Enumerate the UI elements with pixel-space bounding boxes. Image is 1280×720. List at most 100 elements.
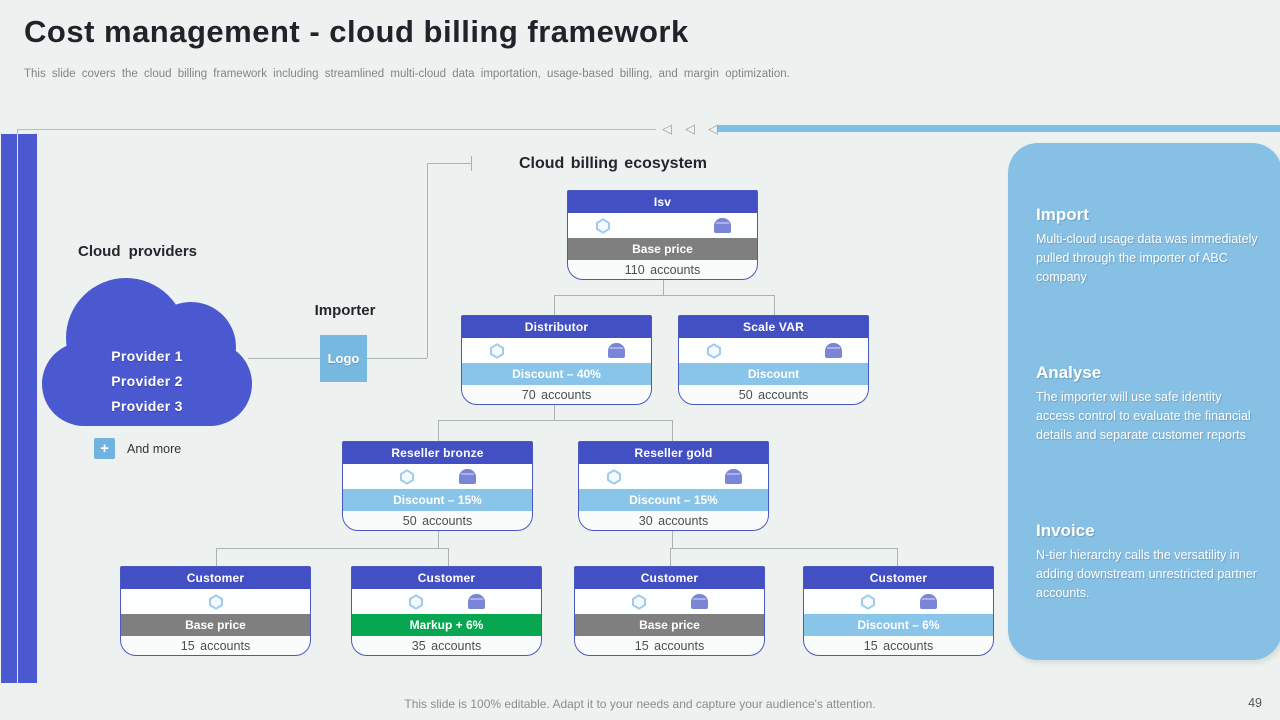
grid-icon [549, 343, 564, 358]
connector-line [367, 358, 427, 359]
provider-item: Provider 2 [111, 373, 183, 389]
basket-icon [724, 469, 742, 484]
node-distributor: Distributor Discount – 40% 70 accounts [461, 315, 652, 405]
chevron-left-icon: ◁ [708, 121, 718, 136]
node-title: Reseller gold [579, 442, 768, 464]
node-customer-1: Customer Base price 15 accounts [120, 566, 311, 656]
chevron-decor: ◁ ◁ ◁ [662, 120, 718, 138]
panel-section-body: N-tier hierarchy calls the versatility i… [1036, 548, 1257, 600]
grid-icon [666, 469, 681, 484]
left-accent-bar [1, 134, 37, 683]
panel-section-title: Import [1036, 205, 1089, 224]
connector-line [448, 548, 449, 566]
node-title: Reseller bronze [343, 442, 532, 464]
hexagon-icon [208, 593, 224, 610]
hexagon-icon [706, 342, 722, 359]
connector-line [216, 548, 448, 549]
footer-note: This slide is 100% editable. Adapt it to… [404, 697, 876, 711]
node-reseller-gold: Reseller gold Discount – 15% 30 accounts [578, 441, 769, 531]
node-icons [575, 589, 764, 614]
connector-line [670, 548, 671, 566]
node-accounts: 35 accounts [411, 638, 482, 653]
hexagon-icon [489, 342, 505, 359]
connector-line [554, 405, 555, 420]
panel-section-title: Invoice [1036, 521, 1095, 540]
connector-line [670, 548, 897, 549]
panel-section-import: Import Multi-cloud usage data was immedi… [1036, 205, 1258, 286]
node-customer-4: Customer Discount – 6% 15 accounts [803, 566, 994, 656]
node-title: Customer [352, 567, 541, 589]
panel-section-title: Analyse [1036, 363, 1102, 382]
page-number: 49 [1248, 696, 1262, 710]
panel-section-body: The importer will use safe identity acce… [1036, 390, 1251, 442]
node-title: Distributor [462, 316, 651, 338]
connector-line [897, 548, 898, 566]
node-icons [568, 213, 757, 238]
node-accounts: 30 accounts [638, 513, 709, 528]
hexagon-icon [860, 593, 876, 610]
connector-line [554, 295, 555, 315]
panel-section-invoice: Invoice N-tier hierarchy calls the versa… [1036, 521, 1258, 602]
panel-section-analyse: Analyse The importer will use safe ident… [1036, 363, 1258, 444]
hexagon-icon [631, 593, 647, 610]
node-icons [579, 464, 768, 489]
basket-icon [920, 594, 937, 609]
hexagon-icon [595, 217, 611, 234]
node-accounts: 50 accounts [402, 513, 473, 528]
basket-icon [824, 343, 842, 358]
node-accounts: 15 accounts [634, 638, 705, 653]
page-title: Cost management - cloud billing framewor… [24, 14, 689, 49]
node-isv: Isv Base price 110 accounts [567, 190, 758, 280]
frame-line-horizontal [17, 129, 656, 130]
node-title: Customer [575, 567, 764, 589]
node-price-band: Base price [575, 614, 764, 636]
slide-subtitle: This slide covers the cloud billing fram… [24, 68, 790, 80]
node-price-band: Markup + 6% [352, 614, 541, 636]
node-price-band: Discount – 40% [462, 363, 651, 385]
importer-logo: Logo [320, 335, 367, 382]
cloud-provider-list: Provider 1 Provider 2 Provider 3 [42, 282, 252, 426]
plus-icon: + [94, 438, 115, 459]
node-accounts: 15 accounts [863, 638, 934, 653]
basket-icon [691, 594, 708, 609]
node-scale-var: Scale VAR Discount 50 accounts [678, 315, 869, 405]
connector-line [672, 420, 673, 441]
node-price-band: Discount [679, 363, 868, 385]
node-price-band: Discount – 15% [579, 489, 768, 511]
basket-icon [713, 218, 731, 233]
side-panel: Import Multi-cloud usage data was immedi… [1008, 143, 1280, 660]
node-accounts: 15 accounts [180, 638, 251, 653]
connector-line [774, 295, 775, 315]
connector-line [663, 280, 664, 295]
node-price-band: Discount – 6% [804, 614, 993, 636]
connector-line [427, 163, 428, 358]
basket-icon [607, 343, 625, 358]
node-title: Customer [121, 567, 310, 589]
node-icons [352, 589, 541, 614]
grid-icon [655, 218, 670, 233]
connector-line [438, 531, 439, 548]
importer-heading: Importer [314, 302, 376, 319]
node-icons [121, 589, 310, 614]
cloud-providers-heading: Cloud providers [78, 243, 198, 260]
chevron-left-icon: ◁ [662, 121, 672, 136]
connector-line [672, 531, 673, 548]
node-reseller-bronze: Reseller bronze Discount – 15% 50 accoun… [342, 441, 533, 531]
node-icons [462, 338, 651, 363]
node-icons [804, 589, 993, 614]
connector-line [438, 420, 439, 441]
provider-item: Provider 3 [111, 398, 183, 414]
diagram-heading: Cloud billing ecosystem [518, 155, 708, 172]
basket-icon [468, 594, 485, 609]
node-customer-2: Customer Markup + 6% 35 accounts [351, 566, 542, 656]
connector-line [554, 295, 774, 296]
node-price-band: Discount – 15% [343, 489, 532, 511]
chevron-left-icon: ◁ [685, 121, 695, 136]
node-title: Customer [804, 567, 993, 589]
connector-line [216, 548, 217, 566]
node-customer-3: Customer Base price 15 accounts [574, 566, 765, 656]
top-accent-bar [717, 125, 1280, 132]
connector-line [427, 163, 471, 164]
and-more-label: And more [127, 442, 182, 456]
